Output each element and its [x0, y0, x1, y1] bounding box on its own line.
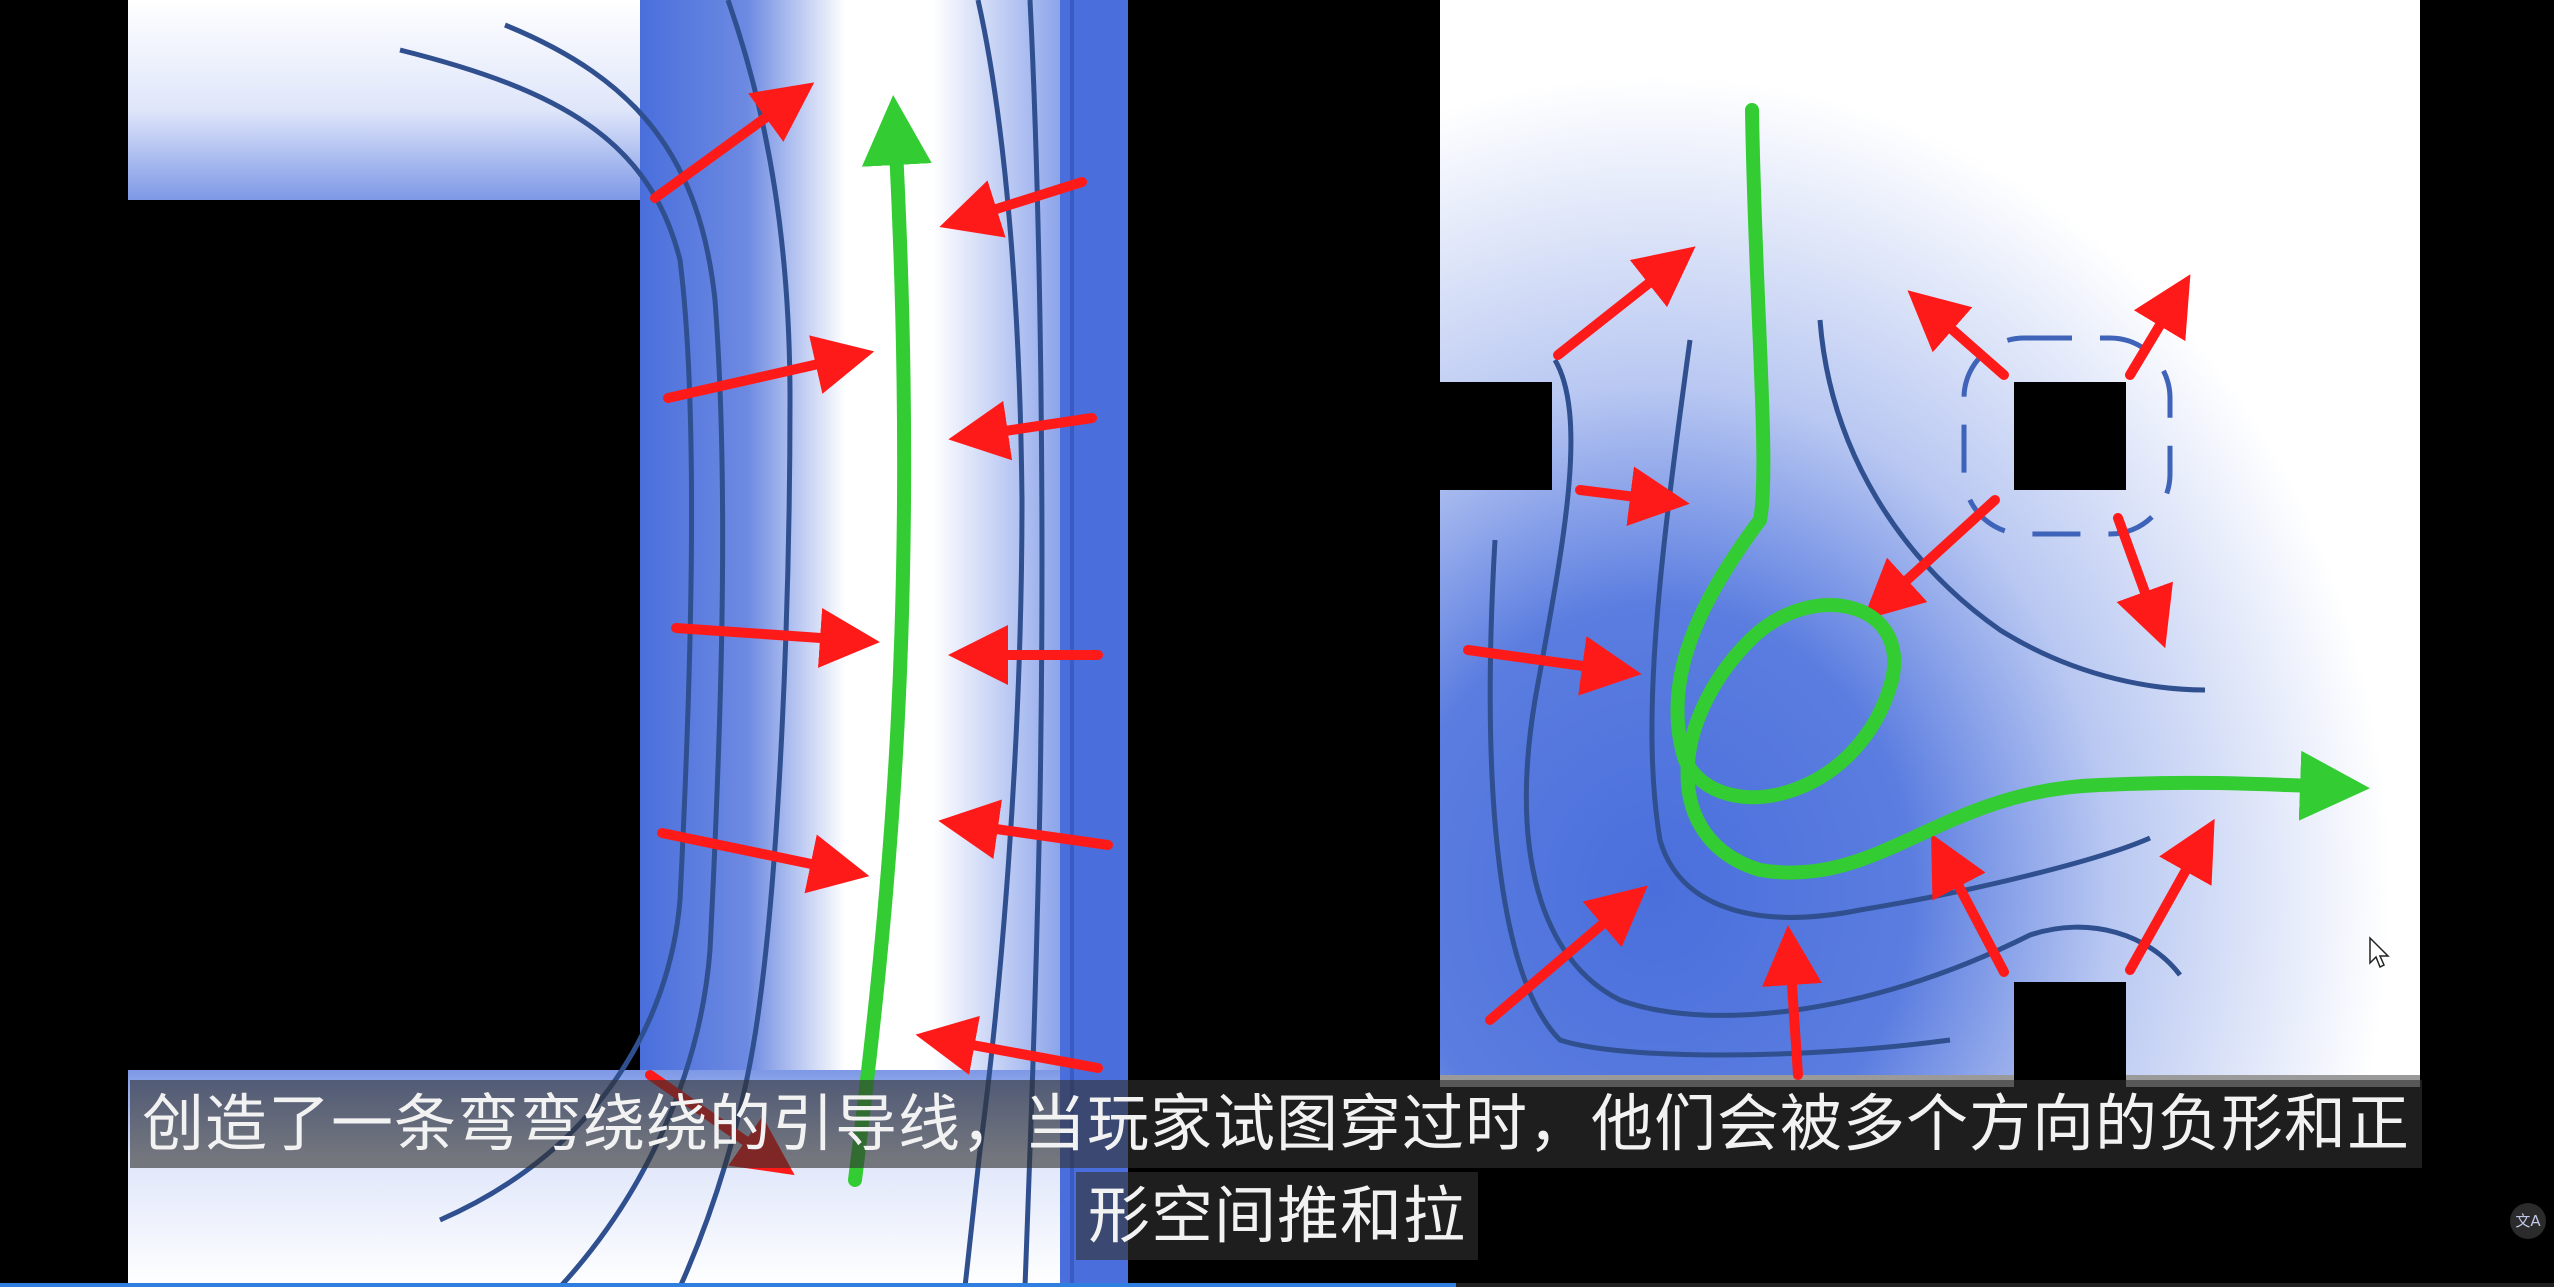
right-panel: [1440, 0, 2420, 1087]
mouse-pointer-icon: [2369, 936, 2390, 969]
progress-bar-fill: [0, 1283, 1456, 1287]
subtitle-line-1: 创造了一条弯弯绕绕的引导线，当玩家试图穿过时，他们会被多个方向的负形和正: [130, 1080, 2423, 1168]
progress-bar[interactable]: [0, 1283, 2554, 1287]
subtitle-line-2: 形空间推和拉: [1076, 1172, 1479, 1260]
left-panel: [128, 0, 1128, 1287]
translate-icon[interactable]: 文A: [2510, 1203, 2546, 1239]
